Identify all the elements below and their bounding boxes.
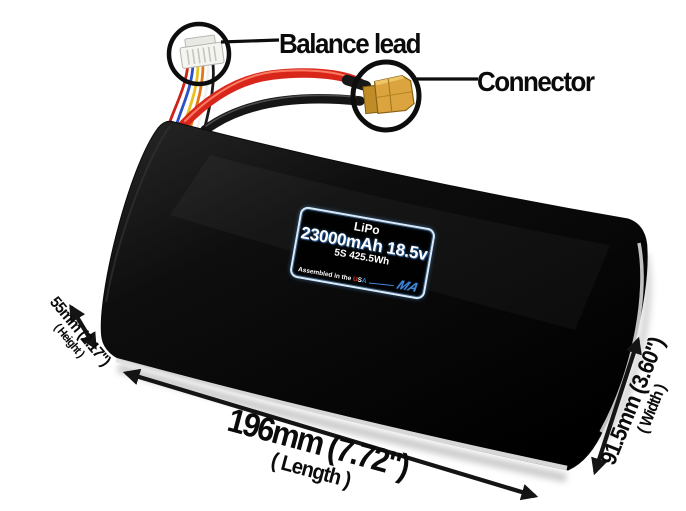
black-wire-highlight	[205, 94, 357, 127]
balance-connector-plug	[179, 34, 225, 69]
balance-lead-label: Balance lead	[279, 26, 421, 60]
xt60-connector-plug	[362, 74, 415, 115]
balance-wire-red	[167, 62, 190, 126]
usa-a: A	[361, 276, 368, 285]
red-wire-highlight	[184, 69, 353, 122]
balance-wire-orange	[188, 62, 205, 131]
balance-lead-leader-line	[220, 38, 280, 44]
connector-label: Connector	[477, 64, 595, 98]
height-dimension-arrow	[69, 304, 97, 350]
balance-wire-white	[195, 62, 210, 132]
connector-callout-circle	[350, 59, 422, 133]
width-dimension-arrow	[591, 336, 642, 476]
balance-wire-blue	[174, 62, 195, 128]
black-power-wire	[200, 94, 365, 135]
battery-left-ridge	[105, 125, 171, 303]
main-power-wires	[177, 68, 372, 135]
balance-lead-callout-circle	[166, 21, 232, 87]
length-dimension-arrow	[122, 368, 539, 501]
label-divider-line	[369, 282, 395, 287]
balance-lead-wires	[167, 62, 215, 133]
maxamps-logo: MA	[394, 277, 422, 295]
red-power-wire	[177, 68, 365, 131]
